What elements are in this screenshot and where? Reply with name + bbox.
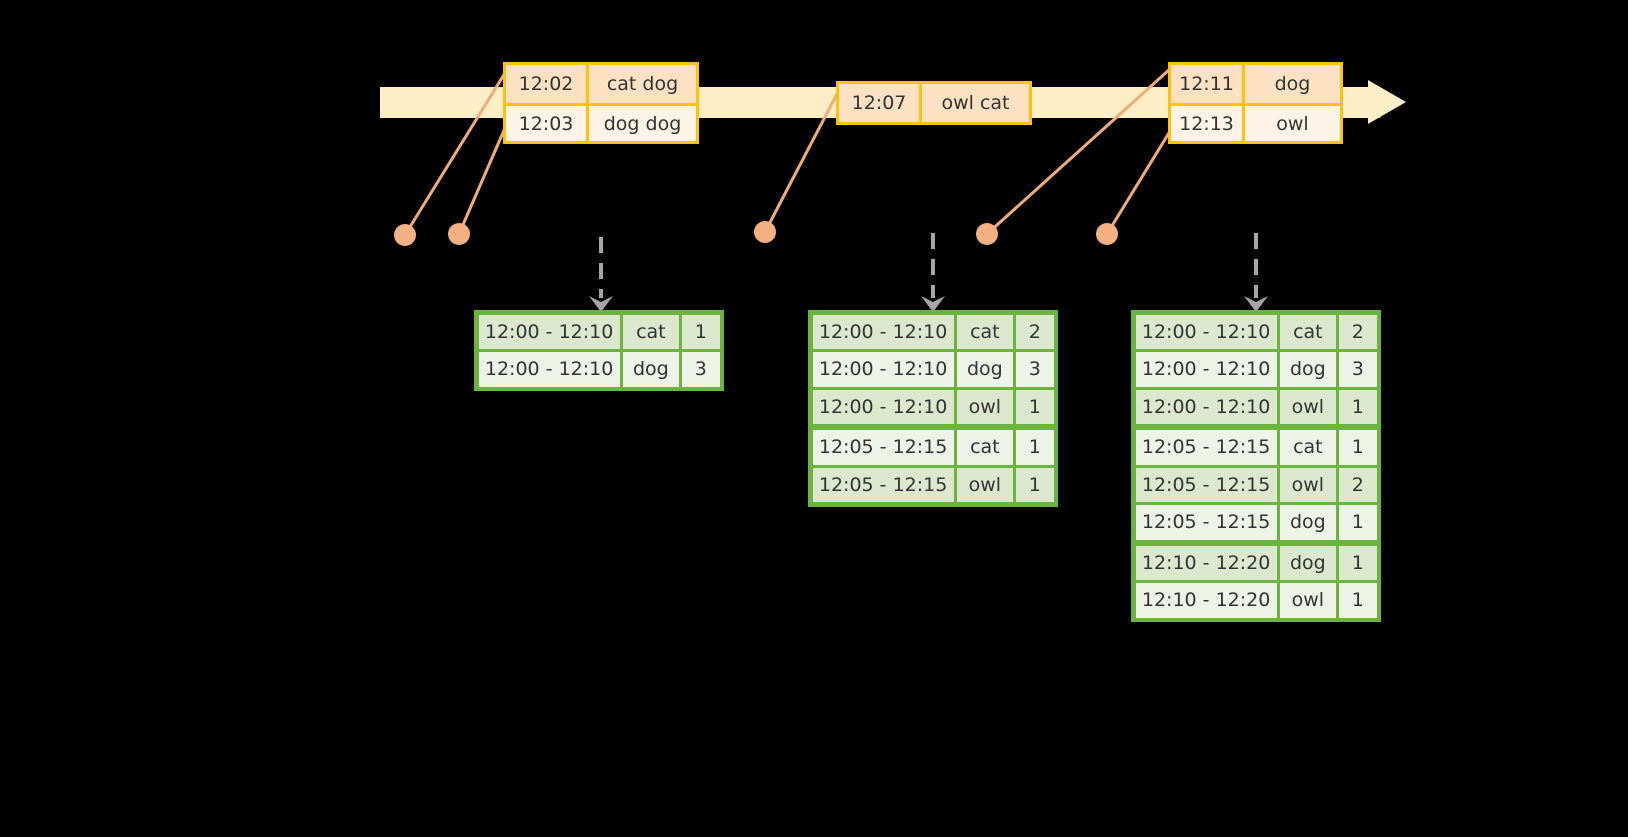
cell-count: 1	[1338, 505, 1377, 540]
cell-key: cat	[956, 430, 1013, 465]
cell-key: cat	[1279, 430, 1336, 465]
cell-count: 3	[1015, 352, 1054, 387]
event-row: 12:07 owl cat	[839, 84, 1029, 122]
cell-key: cat	[622, 314, 679, 349]
cell-key: dog	[1279, 505, 1336, 540]
event-time: 12:11	[1171, 65, 1245, 103]
cell-window: 12:00 - 12:10	[478, 314, 620, 349]
cell-count: 1	[1338, 545, 1377, 580]
event-time: 12:13	[1171, 106, 1245, 141]
timeline-arrowhead-icon	[1368, 80, 1406, 124]
event-words: dog	[1274, 73, 1311, 95]
event-dot-icon	[1096, 223, 1118, 245]
cell-count: 2	[1015, 314, 1054, 349]
cell-key: cat	[1279, 314, 1336, 349]
event-group-2: 12:07 owl cat	[836, 81, 1032, 125]
cell-window: 12:00 - 12:10	[1135, 352, 1277, 387]
cell-count: 3	[1338, 352, 1377, 387]
cell-key: dog	[1279, 545, 1336, 580]
cell-count: 2	[1338, 314, 1377, 349]
cell-key: owl	[1279, 389, 1336, 424]
cell-window: 12:00 - 12:10	[1135, 389, 1277, 424]
cell-window: 12:10 - 12:20	[1135, 545, 1277, 580]
event-dot-icon	[394, 224, 416, 246]
cell-key: dog	[622, 352, 679, 387]
cell-count: 1	[1338, 583, 1377, 618]
cell-window: 12:00 - 12:10	[478, 352, 620, 387]
event-time: 12:03	[506, 106, 589, 141]
cell-window: 12:05 - 12:15	[812, 430, 954, 465]
cell-window: 12:00 - 12:10	[812, 314, 954, 349]
event-words: dog dog	[603, 112, 682, 135]
event-time: 12:07	[839, 84, 922, 122]
cell-window: 12:05 - 12:15	[812, 467, 954, 502]
cell-window: 12:05 - 12:15	[1135, 467, 1277, 502]
cell-key: dog	[1279, 352, 1336, 387]
emit-arrows	[589, 233, 1268, 312]
cell-count: 1	[1015, 467, 1054, 502]
event-row: 12:02 cat dog	[506, 65, 696, 103]
cell-window: 12:00 - 12:10	[812, 389, 954, 424]
cell-key: owl	[956, 467, 1013, 502]
cell-key: owl	[1279, 467, 1336, 502]
cell-key: owl	[1279, 583, 1336, 618]
cell-window: 12:00 - 12:10	[1135, 314, 1277, 349]
event-row: 12:03 dog dog	[506, 103, 696, 141]
event-dot-icon	[976, 223, 998, 245]
cell-count: 1	[1338, 389, 1377, 424]
cell-key: dog	[956, 352, 1013, 387]
cell-count: 1	[1015, 389, 1054, 424]
event-words: cat dog	[606, 73, 679, 95]
cell-window: 12:05 - 12:15	[1135, 505, 1277, 540]
event-group-1: 12:02 cat dog 12:03 dog dog	[503, 62, 699, 144]
event-group-3: 12:11 dog 12:13 owl	[1168, 62, 1343, 144]
connector-line	[457, 127, 507, 235]
event-row: 12:13 owl	[1171, 103, 1340, 141]
event-words: owl	[1276, 112, 1309, 135]
cell-key: cat	[956, 314, 1013, 349]
event-dots	[394, 221, 1118, 246]
cell-count: 1	[1338, 430, 1377, 465]
event-dot-icon	[754, 221, 776, 243]
cell-window: 12:10 - 12:20	[1135, 583, 1277, 618]
cell-key: owl	[956, 389, 1013, 424]
cell-count: 3	[681, 352, 720, 387]
connector-line	[1105, 127, 1174, 235]
event-words: owl cat	[941, 92, 1010, 114]
event-dot-icon	[448, 223, 470, 245]
event-time: 12:02	[506, 65, 589, 103]
cell-count: 1	[1015, 430, 1054, 465]
event-row: 12:11 dog	[1171, 65, 1340, 103]
cell-count: 2	[1338, 467, 1377, 502]
cell-count: 1	[681, 314, 720, 349]
cell-window: 12:00 - 12:10	[812, 352, 954, 387]
cell-window: 12:05 - 12:15	[1135, 430, 1277, 465]
